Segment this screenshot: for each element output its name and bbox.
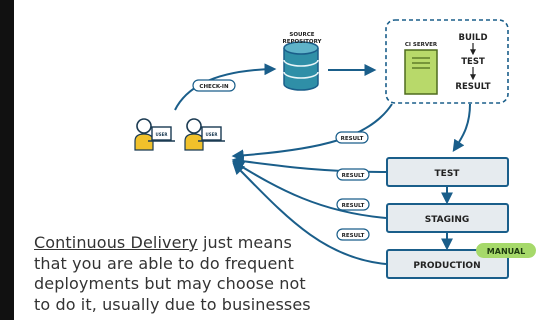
staging-result-label: RESULT <box>342 203 365 209</box>
user-avatar-2 <box>184 118 225 151</box>
caption-term: Continuous Delivery <box>34 233 198 252</box>
caption-line-3: deployments but may choose not <box>34 274 306 293</box>
user-1-label: USER <box>156 132 168 137</box>
user-avatar-1 <box>134 118 175 151</box>
caption-line-4: to do it, usually due to businesses <box>34 294 311 314</box>
ci-step-result: RESULT <box>455 82 490 92</box>
production-result-label: RESULT <box>342 233 365 239</box>
stage-production-box <box>386 249 509 279</box>
test-result-pill <box>336 168 370 181</box>
ci-to-test-arrow <box>452 103 471 152</box>
checkin-arrow <box>174 63 277 111</box>
checkin-label: CHECK-IN <box>199 84 229 90</box>
checkin-pill <box>192 79 236 92</box>
server-icon <box>404 49 438 95</box>
source-repository-label-line2: REPOSITORY <box>282 39 322 45</box>
staging-result-arrow <box>231 160 387 219</box>
ci-result-pill <box>335 131 369 144</box>
ci-server-label: CI SERVER <box>405 42 438 48</box>
test-result-label: RESULT <box>342 173 365 179</box>
production-result-pill <box>336 228 370 241</box>
caption-line-1: Continuous Delivery just means <box>34 233 334 254</box>
left-edge-bar <box>0 0 14 320</box>
manual-badge <box>476 243 536 258</box>
stage-test-label: TEST <box>435 169 461 179</box>
production-result-arrow <box>232 162 387 265</box>
ci-result-arrow <box>231 103 393 162</box>
user-2-label: USER <box>206 132 218 137</box>
database-icon <box>283 41 319 91</box>
manual-label: MANUAL <box>487 247 525 256</box>
ci-result-label: RESULT <box>341 136 364 142</box>
ci-step-test: TEST <box>461 57 485 67</box>
ci-step-build: BUILD <box>458 33 487 43</box>
staging-result-pill <box>336 198 370 211</box>
stage-staging-label: STAGING <box>425 215 470 225</box>
source-repository-label-line1: SOURCE <box>289 32 314 38</box>
caption-line-2: that you are able to do frequent <box>34 253 294 273</box>
caption-text: Continuous Delivery just means that you … <box>34 233 334 315</box>
caption-line-1-rest: just means <box>197 233 292 252</box>
stage-production-label: PRODUCTION <box>413 261 480 271</box>
